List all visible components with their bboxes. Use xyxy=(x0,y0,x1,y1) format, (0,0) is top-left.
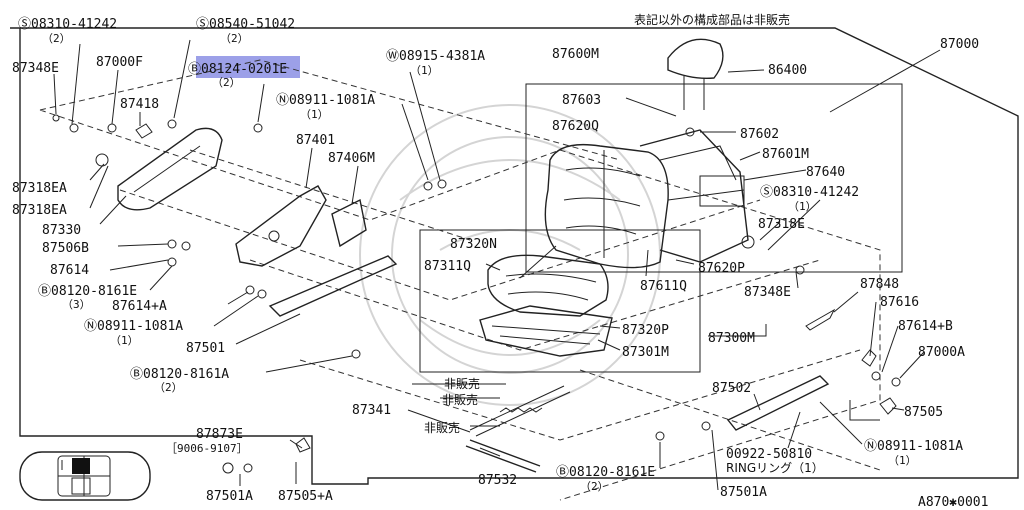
label-s-08310-41242-b[interactable]: Ⓢ08310-41242 xyxy=(760,185,859,200)
label-87000f[interactable]: 87000F xyxy=(96,55,143,70)
label-87600m[interactable]: 87600M xyxy=(552,47,599,62)
label-87000a[interactable]: 87000A xyxy=(918,345,965,360)
label-n-08911-1081a-c[interactable]: Ⓝ08911-1081A xyxy=(864,439,963,454)
seat-back-frame xyxy=(639,129,749,263)
label-87418[interactable]: 87418 xyxy=(120,97,159,112)
notice-text: 表記以外の構成部品は非販売 xyxy=(634,12,790,27)
label-87873e-range: ［9006-9107］ xyxy=(166,442,248,455)
qty-b-08120-8161e-a: （3） xyxy=(62,298,91,311)
label-87620p[interactable]: 87620P xyxy=(698,261,745,276)
label-87501a-a[interactable]: 87501A xyxy=(206,489,253,504)
label-87873e[interactable]: 87873E xyxy=(196,427,243,442)
seat-cushion xyxy=(487,254,609,317)
label-87502[interactable]: 87502 xyxy=(712,381,751,396)
label-87320n[interactable]: 87320N xyxy=(450,237,497,252)
leader-87000 xyxy=(829,49,941,113)
label-87501[interactable]: 87501 xyxy=(186,341,225,356)
qty-n-08911-1081a-b: （1） xyxy=(110,334,139,347)
label-87640[interactable]: 87640 xyxy=(806,165,845,180)
note-hihanbai-2: 非販売 xyxy=(442,392,478,407)
label-87616[interactable]: 87616 xyxy=(880,295,919,310)
label-87603[interactable]: 87603 xyxy=(562,93,601,108)
label-87532[interactable]: 87532 xyxy=(478,473,517,488)
seat-cushion-box xyxy=(419,229,701,373)
qty-s-08310-41242-b: （1） xyxy=(788,200,817,213)
label-87505a[interactable]: 87505+A xyxy=(278,489,333,504)
side-cover-87330 xyxy=(117,127,223,211)
seat-cushion-frame xyxy=(479,305,613,357)
bolt-icons xyxy=(52,114,901,474)
slide-spring-87341 xyxy=(469,385,571,437)
label-87406m[interactable]: 87406M xyxy=(328,151,375,166)
label-87311q[interactable]: 87311Q xyxy=(424,259,471,274)
label-87602[interactable]: 87602 xyxy=(740,127,779,142)
label-00922-50810[interactable]: 00922-50810 xyxy=(726,447,812,462)
headrest-86400 xyxy=(667,38,765,110)
label-b-08120-8161a[interactable]: Ⓑ08120-8161A xyxy=(130,367,229,382)
cover-87406m xyxy=(331,198,367,248)
label-87318e[interactable]: 87318E xyxy=(758,217,805,232)
seat-back-box xyxy=(525,83,903,273)
label-b-08120-8161e-b[interactable]: Ⓑ08120-8161E xyxy=(556,465,655,480)
label-87848[interactable]: 87848 xyxy=(860,277,899,292)
qty-s-08310-41242-a: （2） xyxy=(42,32,71,45)
slide-rail-outer xyxy=(726,375,830,431)
qty-n-08911-1081a-c: （1） xyxy=(888,454,917,467)
qty-w-08915-4381a: （1） xyxy=(410,64,439,77)
note-hihanbai-1: 非販売 xyxy=(444,376,480,391)
dashed-frame xyxy=(39,59,881,501)
label-87301m[interactable]: 87301M xyxy=(622,345,669,360)
label-87348e-b[interactable]: 87348E xyxy=(744,285,791,300)
label-n-08911-1081a-b[interactable]: Ⓝ08911-1081A xyxy=(84,319,183,334)
label-87614a-a[interactable]: 87614+A xyxy=(112,299,167,314)
label-s-08540-51042[interactable]: Ⓢ08540-51042 xyxy=(196,17,295,32)
leader-87300m xyxy=(708,324,767,337)
label-87330[interactable]: 87330 xyxy=(42,223,81,238)
selected-part-highlight xyxy=(196,56,300,78)
label-87300m[interactable]: 87300M xyxy=(708,331,755,346)
note-ring: RINGリング（1） xyxy=(726,461,824,475)
label-s-08310-41242-a[interactable]: Ⓢ08310-41242 xyxy=(18,17,117,32)
label-b-08120-8161e-a[interactable]: Ⓑ08120-8161E xyxy=(38,284,137,299)
label-87348e-a[interactable]: 87348E xyxy=(12,61,59,76)
label-87318ea-b[interactable]: 87318EA xyxy=(12,203,67,218)
rod-87532 xyxy=(465,439,541,473)
label-n-08911-1081a-a[interactable]: Ⓝ08911-1081A xyxy=(276,93,375,108)
label-87505[interactable]: 87505 xyxy=(904,405,943,420)
label-87318ea-a[interactable]: 87318EA xyxy=(12,181,67,196)
label-87501a-b[interactable]: 87501A xyxy=(720,485,767,500)
label-87341[interactable]: 87341 xyxy=(352,403,391,418)
vehicle-locator-icon xyxy=(19,451,151,501)
qty-n-08911-1081a-a: （1） xyxy=(300,108,329,121)
catalog-code: A870✱0001 xyxy=(918,495,988,510)
label-b-08124-0201e[interactable]: Ⓑ08124-0201E xyxy=(188,62,287,77)
label-87320p[interactable]: 87320P xyxy=(622,323,669,338)
qty-s-08540-51042: （2） xyxy=(220,32,249,45)
qty-b-08120-8161a: （2） xyxy=(154,381,183,394)
label-87000[interactable]: 87000 xyxy=(940,37,979,52)
slide-rail-inner xyxy=(268,255,398,317)
label-87614[interactable]: 87614 xyxy=(50,263,89,278)
label-87620q[interactable]: 87620Q xyxy=(552,119,599,134)
note-hihanbai-3: 非販売 xyxy=(424,420,460,435)
watermark-emblem xyxy=(359,104,661,406)
label-87601m[interactable]: 87601M xyxy=(762,147,809,162)
qty-b-08120-8161e-b: （2） xyxy=(580,480,609,493)
leader-lines xyxy=(53,39,925,491)
label-w-08915-4381a[interactable]: Ⓦ08915-4381A xyxy=(386,49,485,64)
label-87506b[interactable]: 87506B xyxy=(42,241,89,256)
recliner-bracket-87401 xyxy=(235,185,327,267)
label-87401[interactable]: 87401 xyxy=(296,133,335,148)
qty-b-08124-0201e: （2） xyxy=(212,76,241,89)
label-86400[interactable]: 86400 xyxy=(768,63,807,78)
label-87614b[interactable]: 87614+B xyxy=(898,319,953,334)
label-87611q[interactable]: 87611Q xyxy=(640,279,687,294)
seat-back-cushion xyxy=(544,143,669,269)
assembly-boundary-87000 xyxy=(10,27,1019,485)
